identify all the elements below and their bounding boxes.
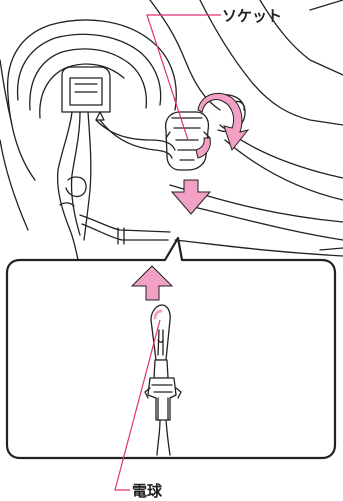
lamp-housing-illustration: [0, 0, 343, 260]
bulb-label: 電球: [132, 480, 162, 501]
socket-label: ソケット: [222, 5, 282, 26]
counter-clockwise-rotate-arrow-icon: [196, 93, 248, 158]
callout-frame: [7, 238, 335, 458]
